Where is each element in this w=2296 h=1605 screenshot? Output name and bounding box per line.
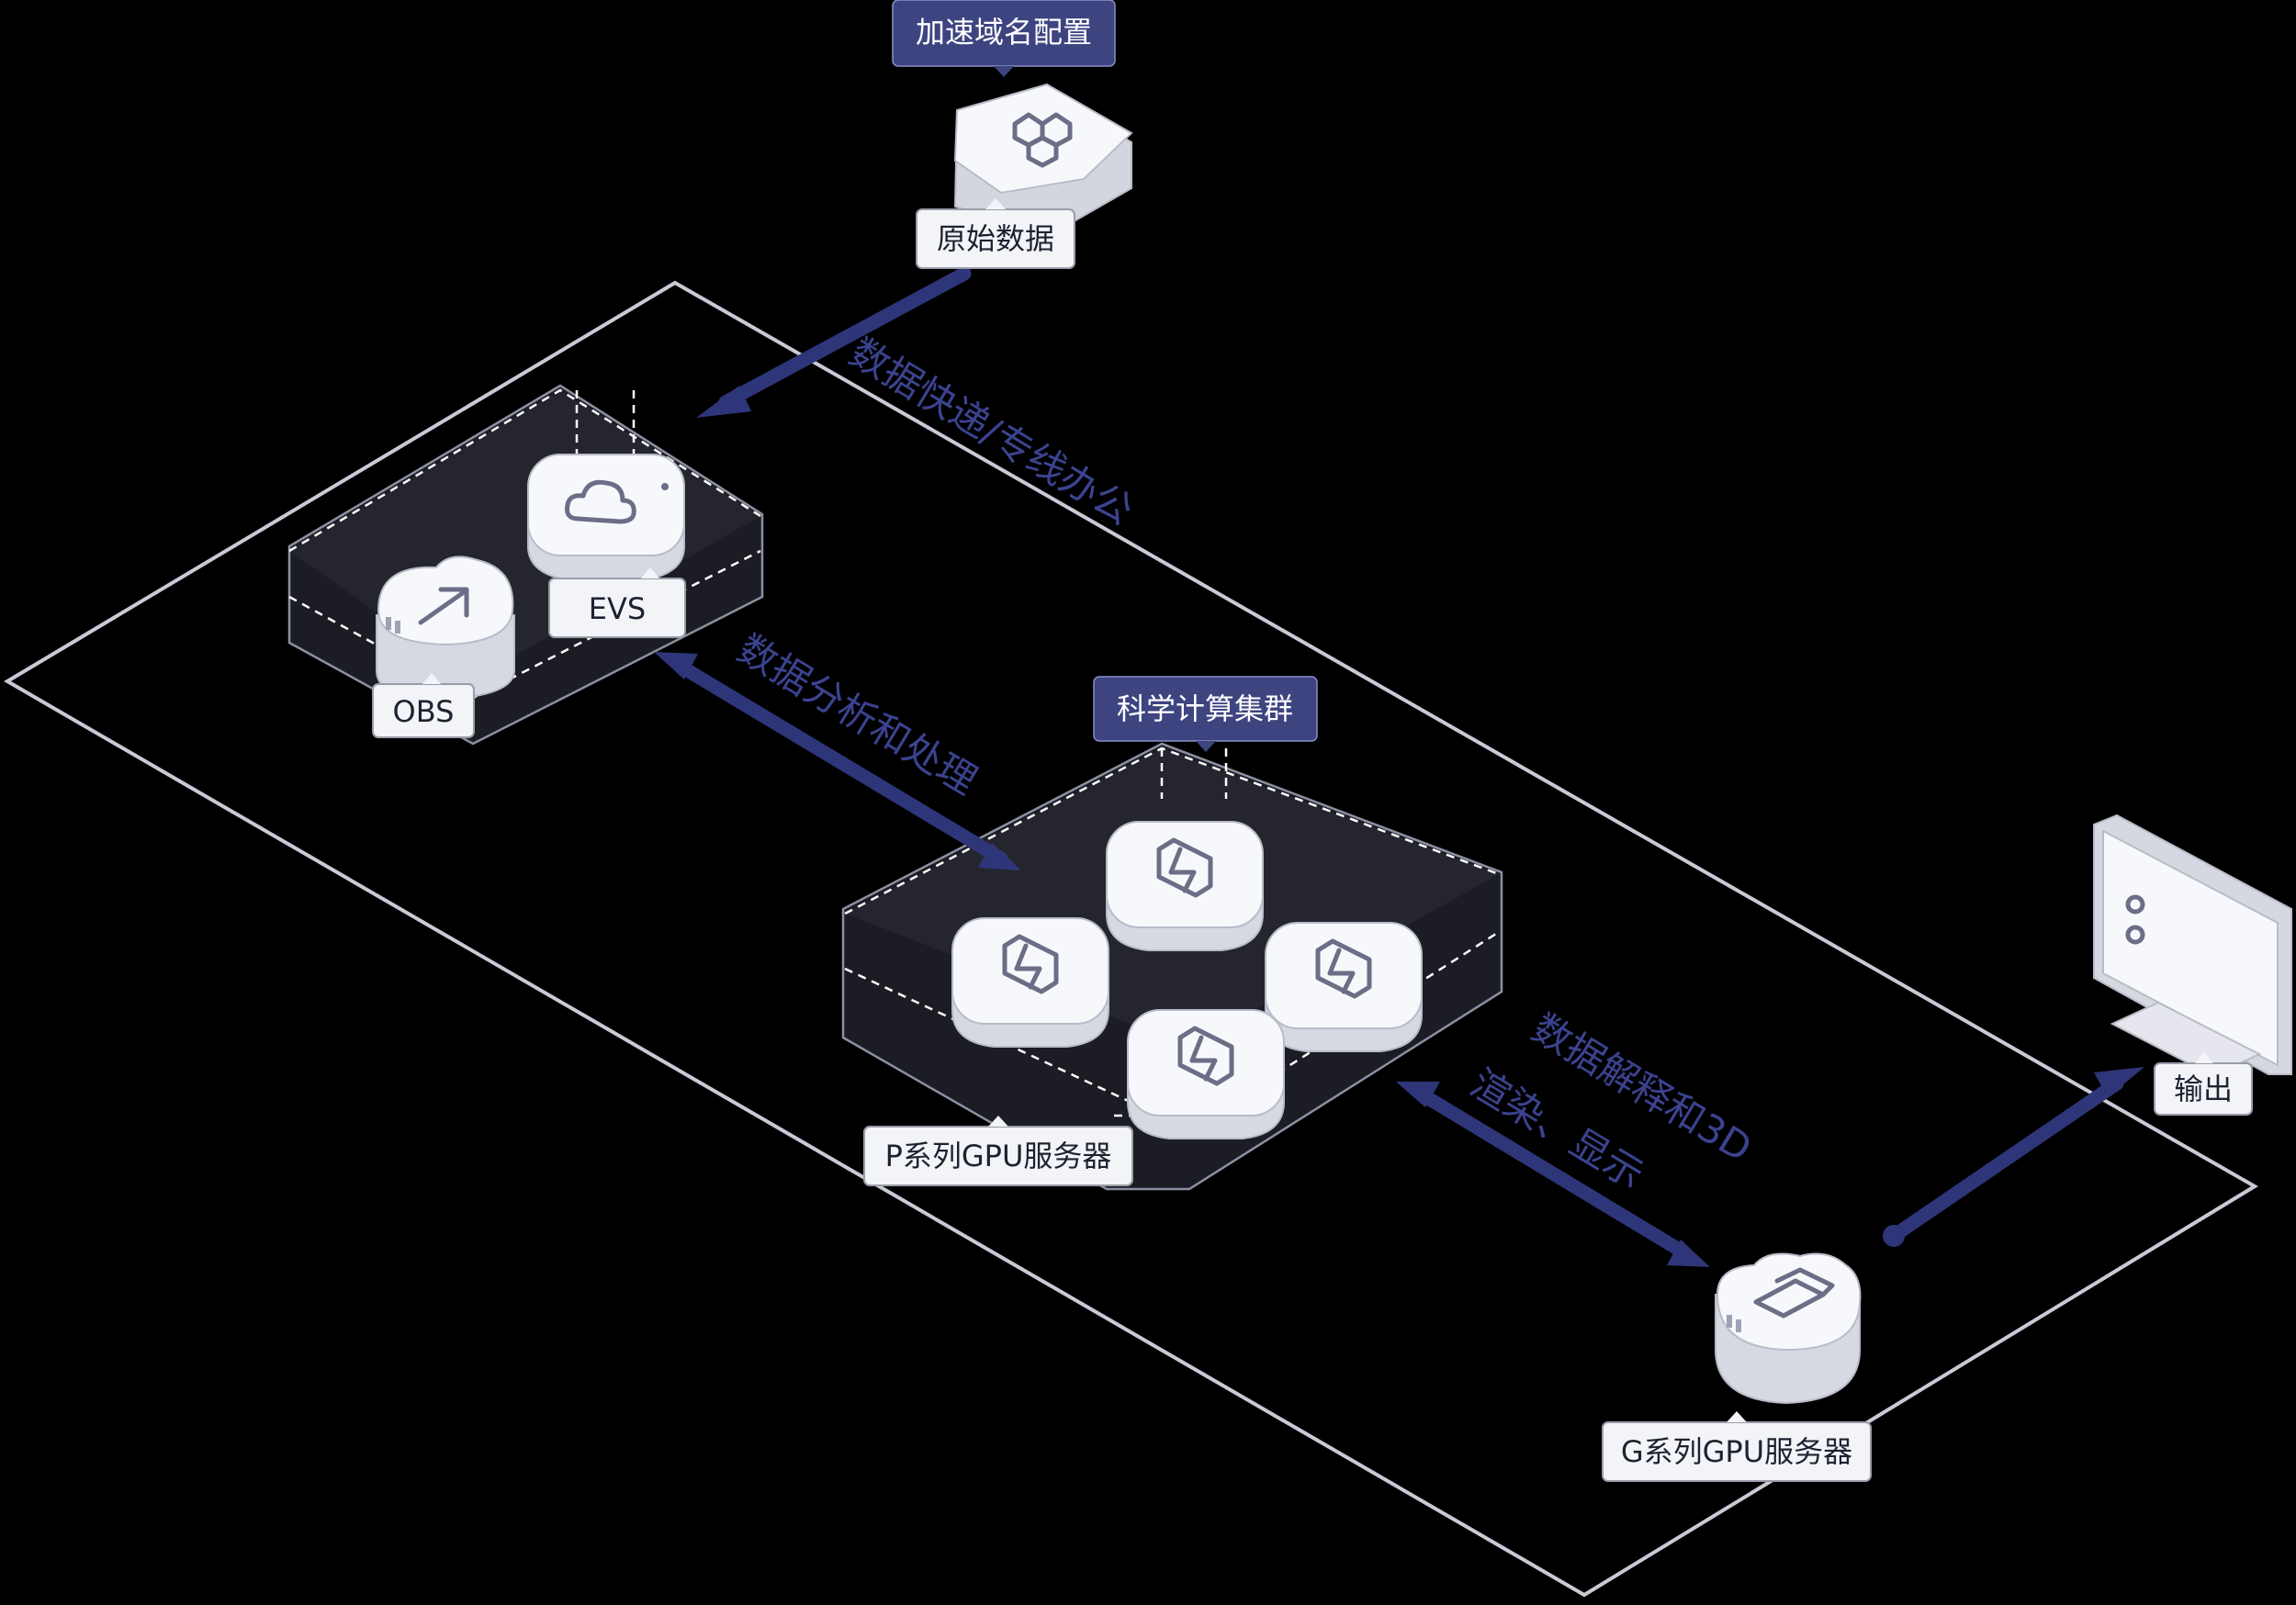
p-gpu-server-bottom xyxy=(1127,1009,1285,1139)
arrow-output xyxy=(1883,1067,2144,1247)
svg-text:P系列GPU服务器: P系列GPU服务器 xyxy=(885,1139,1112,1173)
g-gpu-server xyxy=(1715,1252,1862,1405)
p-gpu-server-left xyxy=(951,917,1109,1048)
label-evs: EVS xyxy=(548,567,686,638)
obs-server xyxy=(376,556,515,701)
svg-text:原始数据: 原始数据 xyxy=(937,221,1054,256)
label-accel-domain: 加速域名配置 xyxy=(892,0,1116,77)
svg-text:G系列GPU服务器: G系列GPU服务器 xyxy=(1621,1434,1852,1469)
p-gpu-server-right xyxy=(1265,922,1423,1052)
lightning-icon xyxy=(1315,938,1372,999)
monitor xyxy=(2093,814,2292,1078)
lightning-icon xyxy=(1002,934,1059,994)
lightning-icon xyxy=(1177,1026,1234,1086)
upload-arrow-icon xyxy=(418,587,469,625)
cdn-node xyxy=(953,83,1133,236)
storage-zone xyxy=(287,384,764,746)
label-obs: OBS xyxy=(372,673,475,738)
arrow-analysis xyxy=(654,652,1021,870)
flow-express-text: 数据快递/专线办公 xyxy=(842,330,1141,533)
arrow-render xyxy=(1396,1082,1710,1267)
arrow-express xyxy=(696,266,972,418)
cdn-honeycomb-icon xyxy=(1012,112,1073,168)
evs-server xyxy=(527,454,685,581)
label-p-gpu: P系列GPU服务器 xyxy=(863,1116,1133,1186)
svg-text:加速域名配置: 加速域名配置 xyxy=(916,15,1092,50)
label-raw-data: 原始数据 xyxy=(916,198,1075,269)
svg-text:OBS: OBS xyxy=(393,694,455,729)
label-g-gpu: G系列GPU服务器 xyxy=(1602,1411,1872,1482)
p-gpu-server-top xyxy=(1106,821,1264,951)
svg-text:EVS: EVS xyxy=(589,591,646,626)
label-output: 输出 xyxy=(2154,1052,2253,1116)
label-sci-cluster: 科学计算集群 xyxy=(1093,676,1318,752)
window-stack-icon xyxy=(1753,1267,1835,1319)
lightning-icon xyxy=(1156,837,1213,898)
svg-text:科学计算集群: 科学计算集群 xyxy=(1117,691,1293,726)
cloud-disk-icon xyxy=(565,479,636,524)
monitor-icon xyxy=(2125,894,2145,945)
svg-text:输出: 输出 xyxy=(2174,1072,2233,1106)
ground-plate xyxy=(4,280,2258,1598)
